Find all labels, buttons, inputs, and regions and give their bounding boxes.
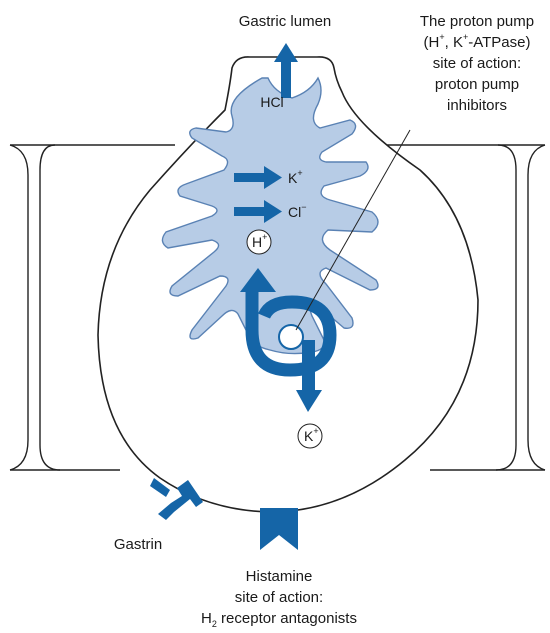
svg-text:(H+, K+-ATPase): (H+, K+-ATPase) <box>424 32 531 51</box>
gastric-lumen-label: Gastric lumen <box>239 13 332 30</box>
h-ion-marker: H+ <box>247 230 271 254</box>
svg-text:Histamine: Histamine <box>246 568 313 585</box>
k-out-marker: K+ <box>298 424 322 448</box>
svg-text:proton pump: proton pump <box>435 76 519 93</box>
hcl-label: HCl <box>260 94 283 110</box>
histamine-caption: Histamine site of action: H2 receptor an… <box>201 568 357 629</box>
svg-text:The proton pump: The proton pump <box>420 13 534 30</box>
histamine-receptor <box>260 508 298 550</box>
svg-text:H2 receptor antagonists: H2 receptor antagonists <box>201 610 357 629</box>
svg-text:site of action:: site of action: <box>433 55 521 72</box>
svg-text:inhibitors: inhibitors <box>447 97 507 114</box>
svg-text:site of action:: site of action: <box>235 589 323 606</box>
gastrin-label: Gastrin <box>114 536 162 553</box>
proton-pump-caption: The proton pump (H+, K+-ATPase) site of … <box>420 13 534 114</box>
